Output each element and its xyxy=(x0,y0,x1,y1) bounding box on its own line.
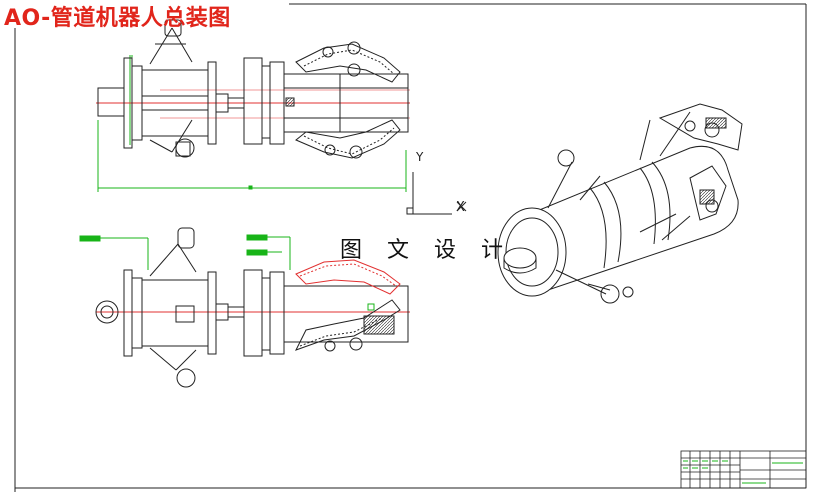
ucs-x-marker xyxy=(456,201,467,212)
ucs-y-label: Y xyxy=(416,150,424,164)
shaft-end xyxy=(97,87,125,117)
bottom-view[interactable] xyxy=(79,227,410,388)
ucs-x-label: X xyxy=(456,200,465,215)
centerline-top xyxy=(96,89,410,119)
title-block[interactable] xyxy=(680,450,807,489)
drawing-border xyxy=(14,3,807,492)
top-view[interactable] xyxy=(96,19,410,192)
watermark-text: 图 文 设 计 xyxy=(340,238,512,263)
dimension-line-top xyxy=(97,55,407,192)
leader-callouts xyxy=(79,234,375,311)
isometric-view[interactable] xyxy=(497,103,743,304)
ucs-icon xyxy=(406,172,452,215)
drawing-title: AO-管道机器人总装图 xyxy=(4,6,231,31)
